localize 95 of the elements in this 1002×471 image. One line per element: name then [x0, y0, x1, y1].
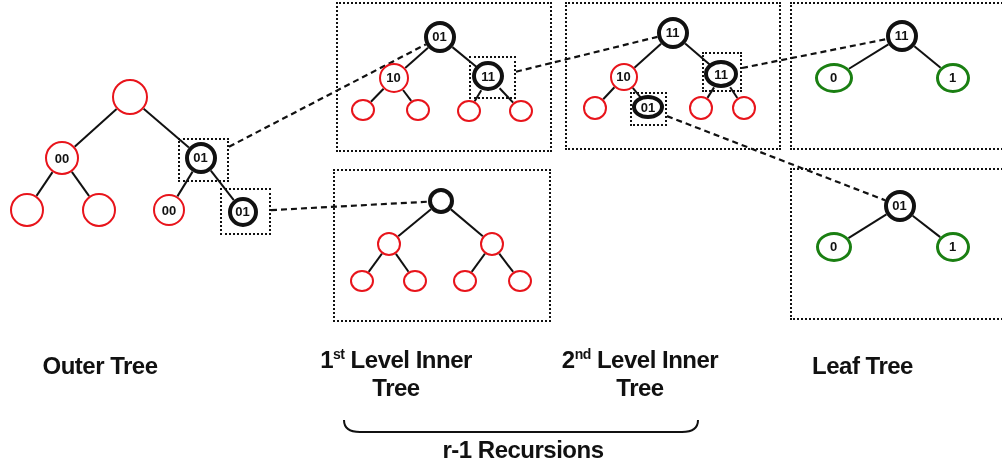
tree-edge: [498, 252, 515, 273]
tree-node-circle: [82, 193, 116, 227]
caption-text: 1$^{st}$ Level Inner Tree: [319, 346, 473, 402]
tree-edge: [397, 208, 432, 238]
node-label: 11: [665, 26, 680, 39]
tree-edge: [684, 42, 712, 66]
tree-node-circle: [815, 231, 852, 262]
tree-node-circle: [405, 98, 430, 121]
tree-node-circle: [656, 16, 689, 49]
tree-panel: [336, 2, 552, 152]
caption-text: Outer Tree: [41, 352, 159, 380]
tree-edge: [404, 46, 430, 69]
tree-node-circle: [472, 61, 504, 91]
node-label: 1: [948, 240, 957, 253]
node-label: 00: [161, 203, 177, 217]
tree-panel: [333, 169, 551, 322]
tree-node-circle: [376, 231, 401, 256]
node-label: 0: [829, 240, 838, 253]
tree-node-circle: [814, 62, 853, 93]
tree-node-circle: [609, 62, 638, 91]
caption-text: Leaf Tree: [811, 352, 914, 380]
node-label: 10: [616, 70, 631, 83]
tree-edge: [470, 252, 486, 273]
caption-text: 2$^{nd}$ Level Inner Tree: [560, 346, 720, 402]
tree-node-circle: [935, 231, 970, 262]
tree-edge: [35, 171, 54, 197]
tree-edge: [402, 89, 413, 102]
node-label: 0: [829, 71, 838, 84]
caption-text: r-1 Recursions: [441, 436, 605, 464]
tree-node-circle: [350, 98, 375, 121]
tree-edge: [729, 86, 739, 99]
tree-node-circle: [227, 196, 258, 227]
dashed-connector: [270, 200, 429, 212]
dashed-connector: [228, 43, 427, 148]
node-label: 01: [193, 151, 208, 164]
tree-node-circle: [45, 141, 79, 175]
tree-edge: [367, 252, 383, 273]
tree-edge: [70, 170, 91, 198]
highlight-box: [701, 51, 742, 92]
tree-edge: [394, 252, 410, 273]
node-label: 01: [640, 100, 656, 114]
tree-node-circle: [883, 189, 916, 222]
tree-edge: [449, 208, 484, 238]
tree-node-circle: [731, 95, 756, 120]
tree-node-circle: [935, 62, 970, 93]
tree-edge: [451, 46, 478, 69]
node-label: 00: [54, 151, 70, 165]
node-label: 10: [386, 71, 401, 84]
tree-node-circle: [507, 269, 532, 292]
tree-node-circle: [427, 187, 454, 214]
tree-node-circle: [582, 95, 607, 120]
tree-node-circle: [378, 62, 409, 93]
dashed-connector: [741, 38, 887, 70]
tree-edge: [847, 43, 890, 70]
tree-panel: [565, 2, 781, 150]
tree-panel: [790, 168, 1002, 320]
tree-node-circle: [423, 20, 456, 53]
tree-node-circle: [402, 269, 427, 292]
tree-edge: [369, 87, 385, 103]
tree-node-circle: [885, 19, 918, 52]
dashed-connector: [666, 115, 886, 202]
tree-node-circle: [10, 193, 44, 227]
highlight-box: [629, 91, 667, 126]
highlight-box: [468, 55, 516, 99]
node-label: 01: [432, 30, 447, 43]
node-label: 01: [892, 199, 907, 212]
highlight-box: [178, 138, 229, 182]
tree-edge: [911, 214, 942, 239]
tree-edge: [209, 169, 235, 202]
tree-node-circle: [632, 95, 664, 119]
tree-node-circle: [479, 231, 504, 256]
node-label: 11: [481, 69, 495, 83]
tree-edge: [498, 87, 515, 104]
tree-node-circle: [153, 194, 185, 226]
highlight-box: [220, 188, 271, 235]
tree-node-circle: [688, 95, 713, 120]
tree-edge: [142, 107, 190, 149]
tree-node-circle: [112, 79, 148, 115]
tree-edge: [73, 108, 118, 148]
tree-panel: [790, 2, 1002, 150]
tree-node-circle: [456, 99, 481, 122]
node-label: 01: [235, 205, 250, 218]
tree-node-circle: [349, 269, 374, 292]
tree-edge: [913, 45, 942, 69]
tree-node-circle: [704, 60, 738, 88]
node-label: 11: [714, 67, 728, 81]
node-label: 1: [948, 71, 957, 84]
tree-edge: [602, 86, 616, 101]
tree-edge: [847, 213, 888, 240]
tree-edge: [633, 42, 663, 69]
node-label: 11: [894, 29, 909, 42]
tree-node-circle: [508, 99, 533, 122]
tree-node-circle: [184, 141, 217, 174]
dashed-connector: [515, 35, 658, 73]
tree-node-circle: [452, 269, 477, 292]
